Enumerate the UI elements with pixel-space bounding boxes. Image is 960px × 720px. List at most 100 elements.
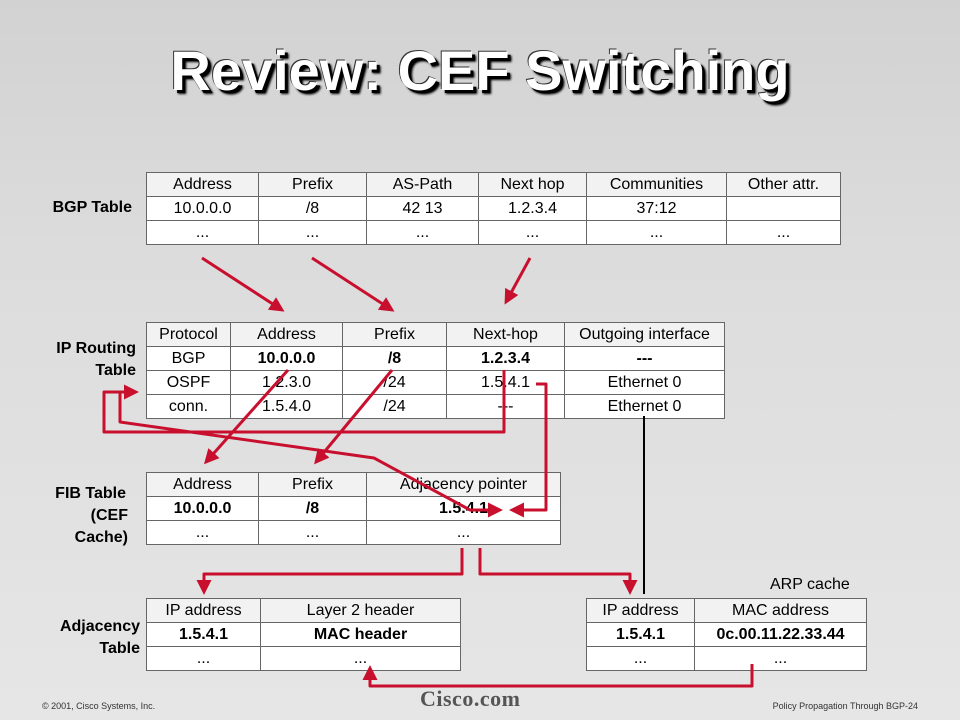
rt-header-address: Address: [230, 322, 343, 347]
table-row: ... ...: [586, 646, 867, 671]
bgp-cell: [726, 196, 841, 221]
arp-header-row: IP address MAC address: [586, 598, 867, 623]
arp-header-ip-address: IP address: [586, 598, 695, 623]
ip-routing-label-line2: Table: [95, 362, 136, 379]
arrow-fib-to-adjacency: [196, 548, 464, 595]
rt-header-protocol: Protocol: [146, 322, 231, 347]
bgp-header-next-hop: Next hop: [478, 172, 587, 197]
table-row: 10.0.0.0 /8 1.5.4.1: [146, 496, 561, 521]
page-title: Review: CEF Switching: [170, 39, 790, 102]
bgp-cell: ...: [258, 220, 367, 245]
arrow-fib-to-arp: [478, 548, 638, 595]
ip-routing-table-label: IP Routing Table: [32, 338, 136, 382]
arp-cell: 1.5.4.1: [586, 622, 695, 647]
arp-cell: ...: [586, 646, 695, 671]
adjacency-table-label: Adjacency Table: [32, 616, 140, 660]
bgp-cell: 1.2.3.4: [478, 196, 587, 221]
rt-cell: ---: [446, 394, 565, 419]
rt-cell: /24: [342, 370, 447, 395]
rt-cell: Ethernet 0: [564, 394, 725, 419]
footer-page-number: Policy Propagation Through BGP-24: [772, 701, 918, 711]
table-row: conn. 1.5.4.0 /24 --- Ethernet 0: [146, 394, 725, 419]
fib-header-row: Address Prefix Adjacency pointer: [146, 472, 561, 497]
fib-cell: ...: [146, 520, 259, 545]
arp-cell: ...: [694, 646, 867, 671]
rt-cell: Ethernet 0: [564, 370, 725, 395]
table-row: BGP 10.0.0.0 /8 1.2.3.4 ---: [146, 346, 725, 371]
adj-cell: 1.5.4.1: [146, 622, 261, 647]
adjacency-header-row: IP address Layer 2 header: [146, 598, 461, 623]
rt-cell: 10.0.0.0: [230, 346, 343, 371]
rt-header-prefix: Prefix: [342, 322, 447, 347]
fib-cell: 1.5.4.1: [366, 496, 561, 521]
table-row: 1.5.4.1 MAC header: [146, 622, 461, 647]
table-row: ... ...: [146, 646, 461, 671]
adjacency-table: IP address Layer 2 header 1.5.4.1 MAC he…: [146, 598, 461, 671]
fib-label-line2: (CEF: [90, 507, 128, 524]
fib-cell: /8: [258, 496, 367, 521]
adj-cell: ...: [146, 646, 261, 671]
rt-cell: /24: [342, 394, 447, 419]
bgp-header-other-attr: Other attr.: [726, 172, 841, 197]
arp-cell: 0c.00.11.22.33.44: [694, 622, 867, 647]
table-row: OSPF 1.2.3.0 /24 1.5.4.1 Ethernet 0: [146, 370, 725, 395]
bgp-header-as-path: AS-Path: [366, 172, 479, 197]
bgp-table: Address Prefix AS-Path Next hop Communit…: [146, 172, 841, 245]
arp-cache-table: IP address MAC address 1.5.4.1 0c.00.11.…: [586, 598, 867, 671]
fib-table: Address Prefix Adjacency pointer 10.0.0.…: [146, 472, 561, 545]
fib-table-label: FIB Table (CEF Cache): [32, 483, 128, 549]
adjacency-label-line2: Table: [99, 640, 140, 657]
bgp-cell: ...: [586, 220, 727, 245]
arp-cache-label: ARP cache: [770, 576, 850, 593]
bgp-header-address: Address: [146, 172, 259, 197]
fib-cell: 10.0.0.0: [146, 496, 259, 521]
table-row: ... ... ...: [146, 520, 561, 545]
arp-header-mac-address: MAC address: [694, 598, 867, 623]
rt-cell: 1.5.4.0: [230, 394, 343, 419]
fib-header-prefix: Prefix: [258, 472, 367, 497]
arrow-bgp-address-to-rt: [201, 256, 285, 312]
bgp-header-prefix: Prefix: [258, 172, 367, 197]
bgp-cell: ...: [146, 220, 259, 245]
bgp-table-header-row: Address Prefix AS-Path Next hop Communit…: [146, 172, 841, 197]
bgp-cell: 37:12: [586, 196, 727, 221]
ip-routing-header-row: Protocol Address Prefix Next-hop Outgoin…: [146, 322, 725, 347]
bgp-cell: /8: [258, 196, 367, 221]
arrow-bgp-nexthop-to-rt: [504, 257, 532, 305]
rt-cell: ---: [564, 346, 725, 371]
cisco-logo: Cisco.com: [420, 686, 521, 711]
fib-header-address: Address: [146, 472, 259, 497]
ip-routing-label-line1: IP Routing: [56, 340, 136, 357]
rt-cell: 1.2.3.0: [230, 370, 343, 395]
bgp-cell: 10.0.0.0: [146, 196, 259, 221]
rt-cell: 1.5.4.1: [446, 370, 565, 395]
adj-cell: MAC header: [260, 622, 461, 647]
table-row: 1.5.4.1 0c.00.11.22.33.44: [586, 622, 867, 647]
rt-header-outgoing-interface: Outgoing interface: [564, 322, 725, 347]
rt-cell: /8: [342, 346, 447, 371]
fib-label-line3: Cache): [74, 529, 128, 546]
rt-header-next-hop: Next-hop: [446, 322, 565, 347]
rt-cell: OSPF: [146, 370, 231, 395]
fib-cell: ...: [258, 520, 367, 545]
bgp-cell: ...: [726, 220, 841, 245]
fib-header-adjacency-pointer: Adjacency pointer: [366, 472, 561, 497]
rt-cell: conn.: [146, 394, 231, 419]
arrow-bgp-prefix-to-rt: [311, 256, 395, 312]
bgp-table-label-text: BGP Table: [52, 199, 132, 216]
bgp-cell: ...: [366, 220, 479, 245]
adj-cell: ...: [260, 646, 461, 671]
footer-copyright: © 2001, Cisco Systems, Inc.: [42, 701, 156, 711]
adjacency-label-line1: Adjacency: [59, 618, 140, 635]
fib-cell: ...: [366, 520, 561, 545]
ip-routing-table: Protocol Address Prefix Next-hop Outgoin…: [146, 322, 725, 419]
bgp-cell: 42 13: [366, 196, 479, 221]
table-row: 10.0.0.0 /8 42 13 1.2.3.4 37:12: [146, 196, 841, 221]
rt-cell: BGP: [146, 346, 231, 371]
bgp-table-label: BGP Table: [32, 197, 132, 219]
bgp-header-communities: Communities: [586, 172, 727, 197]
bgp-cell: ...: [478, 220, 587, 245]
table-row: ... ... ... ... ... ...: [146, 220, 841, 245]
fib-label-line1: FIB Table: [55, 485, 126, 502]
adj-header-layer2-header: Layer 2 header: [260, 598, 461, 623]
